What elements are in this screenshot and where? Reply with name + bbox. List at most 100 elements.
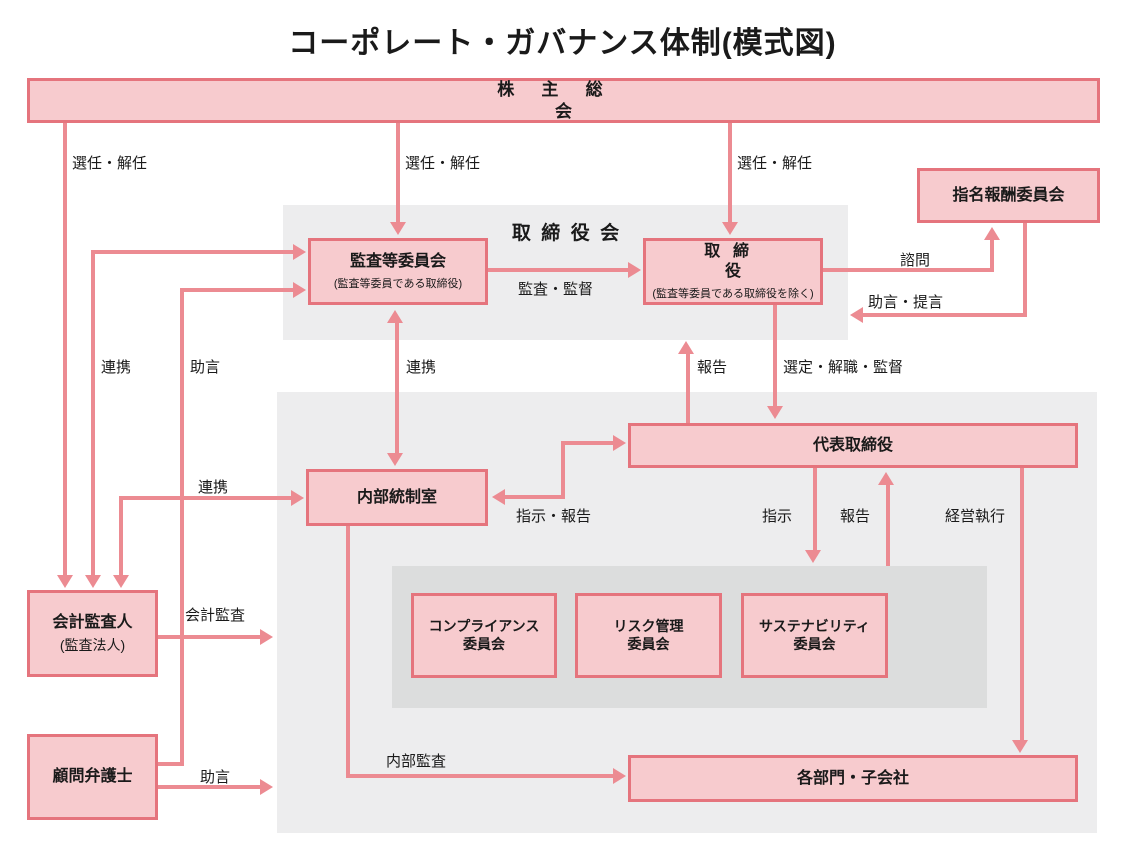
arrowhead-instruct [805, 550, 821, 563]
edge-label-instruct: 指示 [762, 508, 793, 525]
edge-label-audit-supervise: 監査・監督 [518, 281, 594, 298]
edge-label-cooperate-internal-control: 連携 [198, 479, 229, 496]
node-nomination-committee-label: 指名報酬委員会 [952, 186, 1065, 204]
node-risk-committee: リスク管理 委員会 [575, 593, 722, 678]
line-audit-supervise [488, 268, 628, 272]
arrowhead-internal-audit [613, 768, 626, 784]
node-legal-advisor: 顧問弁護士 [27, 734, 158, 820]
line-cooperate-internal-h [119, 496, 291, 500]
arrowhead-report-to-representative [878, 472, 894, 485]
edge-label-advice-to-audit-committee: 助言 [190, 359, 221, 376]
arrowhead-appoint-audit-committee [390, 222, 406, 235]
edge-label-select-dismiss-supervise: 選定・解職・監督 [783, 359, 904, 376]
edge-label-appoint-dismiss-3: 選任・解任 [737, 155, 813, 172]
line-instruct-report-h2 [561, 441, 613, 445]
line-cooperate-internal-v [119, 496, 123, 575]
line-internal-audit-v [346, 526, 350, 778]
node-nomination-committee: 指名報酬委員会 [917, 168, 1100, 223]
node-directors-sublabel: (監査等委員である取締役を除く) [652, 288, 814, 300]
edge-label-accounting-audit: 会計監査 [185, 607, 246, 624]
line-advice-audit-committee-v [180, 288, 184, 766]
edge-label-appoint-dismiss-1: 選任・解任 [72, 155, 148, 172]
node-departments-subsidiaries: 各部門・子会社 [628, 755, 1078, 802]
line-accounting-audit [158, 635, 260, 639]
line-appoint-audit-committee [396, 123, 400, 222]
line-advice-audit-committee-h [180, 288, 293, 292]
arrowhead-audit-supervise [628, 262, 641, 278]
arrowhead-cooperate-internal-down [113, 575, 129, 588]
node-representative-director-label: 代表取締役 [812, 436, 893, 454]
line-advice-proposal-v [1023, 223, 1027, 317]
node-sustainability-committee: サステナビリティ 委員会 [741, 593, 888, 678]
edge-label-internal-audit: 内部監査 [386, 753, 447, 770]
page-title: コーポレート・ガバナンス体制(模式図) [288, 27, 837, 60]
line-report-to-representative [886, 483, 890, 566]
node-audit-committee: 監査等委員会 (監査等委員である取締役) [308, 238, 488, 305]
node-accounting-auditor: 会計監査人 (監査法人) [27, 590, 158, 677]
arrowhead-advice-audit-committee [293, 282, 306, 298]
line-internal-audit-h [346, 774, 613, 778]
arrowhead-report-to-board [678, 341, 694, 354]
node-audit-committee-label: 監査等委員会 [349, 253, 446, 270]
node-departments-subsidiaries-label: 各部門・子会社 [796, 769, 909, 787]
node-compliance-committee: コンプライアンス 委員会 [411, 593, 557, 678]
line-advice-audit-committee-stub [158, 762, 184, 766]
arrowhead-appoint-accounting-auditor [57, 575, 73, 588]
node-shareholders-meeting-label: 株主総会 [497, 80, 630, 121]
arrowhead-business-execution [1012, 740, 1028, 753]
node-internal-control-office: 内部統制室 [306, 469, 488, 526]
edge-label-appoint-dismiss-2: 選任・解任 [405, 155, 481, 172]
arrowhead-cooperate-auditor-right [293, 244, 306, 260]
board-of-directors-title-text: 取締役会 [511, 223, 630, 244]
arrowhead-cooperate-audit-committee-down [387, 453, 403, 466]
edge-label-cooperate-audit-committee: 連携 [406, 359, 437, 376]
arrowhead-instruct-report-right [613, 435, 626, 451]
line-cooperate-auditor-v [91, 250, 95, 575]
edge-label-instruct-report: 指示・報告 [516, 508, 592, 525]
edge-label-consult: 諮問 [900, 252, 931, 269]
line-appoint-accounting-auditor [63, 123, 67, 575]
arrowhead-select-dismiss [767, 406, 783, 419]
node-audit-committee-sublabel: (監査等委員である取締役) [333, 278, 463, 290]
line-report-to-board [686, 352, 690, 423]
node-accounting-auditor-sublabel: (監査法人) [59, 636, 126, 653]
arrowhead-advice-proposal [850, 307, 863, 323]
line-appoint-directors [728, 123, 732, 222]
node-directors: 取締役 (監査等委員である取締役を除く) [643, 238, 823, 305]
line-instruct-report-v [561, 441, 565, 499]
node-compliance-committee-label: コンプライアンス 委員会 [428, 618, 540, 652]
line-advice-to-company [158, 785, 260, 789]
node-risk-committee-label: リスク管理 委員会 [613, 618, 684, 652]
edge-label-business-execution: 経営執行 [945, 508, 1006, 525]
line-advice-proposal-h [863, 313, 1027, 317]
arrowhead-consult [984, 227, 1000, 240]
node-directors-label: 取締役 [704, 243, 762, 280]
arrowhead-appoint-directors [722, 222, 738, 235]
line-instruct [813, 468, 817, 552]
arrowhead-cooperate-audit-committee-up [387, 310, 403, 323]
edge-label-advice-proposal: 助言・提言 [868, 294, 944, 311]
arrowhead-accounting-audit [260, 629, 273, 645]
line-select-dismiss [773, 305, 777, 408]
node-accounting-auditor-label: 会計監査人 [52, 613, 133, 631]
node-sustainability-committee-label: サステナビリティ 委員会 [759, 618, 870, 652]
line-cooperate-audit-committee [395, 321, 399, 455]
line-business-execution [1020, 468, 1024, 742]
arrowhead-advice-to-company [260, 779, 273, 795]
arrowhead-cooperate-auditor-down [85, 575, 101, 588]
line-consult-v [990, 240, 994, 272]
edge-label-advice-to-company: 助言 [200, 769, 231, 786]
edge-label-cooperate-auditor: 連携 [101, 359, 132, 376]
node-representative-director: 代表取締役 [628, 423, 1078, 468]
line-instruct-report-h1 [504, 495, 565, 499]
arrowhead-cooperate-internal-right [291, 490, 304, 506]
board-of-directors-title: 取締役会 [283, 218, 848, 245]
edge-label-report-to-board: 報告 [697, 359, 728, 376]
line-cooperate-auditor-h [91, 250, 293, 254]
node-internal-control-office-label: 内部統制室 [356, 488, 437, 506]
node-shareholders-meeting: 株主総会 [27, 78, 1100, 123]
line-consult-h [823, 268, 994, 272]
edge-label-report-to-representative: 報告 [840, 508, 871, 525]
node-legal-advisor-label: 顧問弁護士 [52, 768, 133, 785]
